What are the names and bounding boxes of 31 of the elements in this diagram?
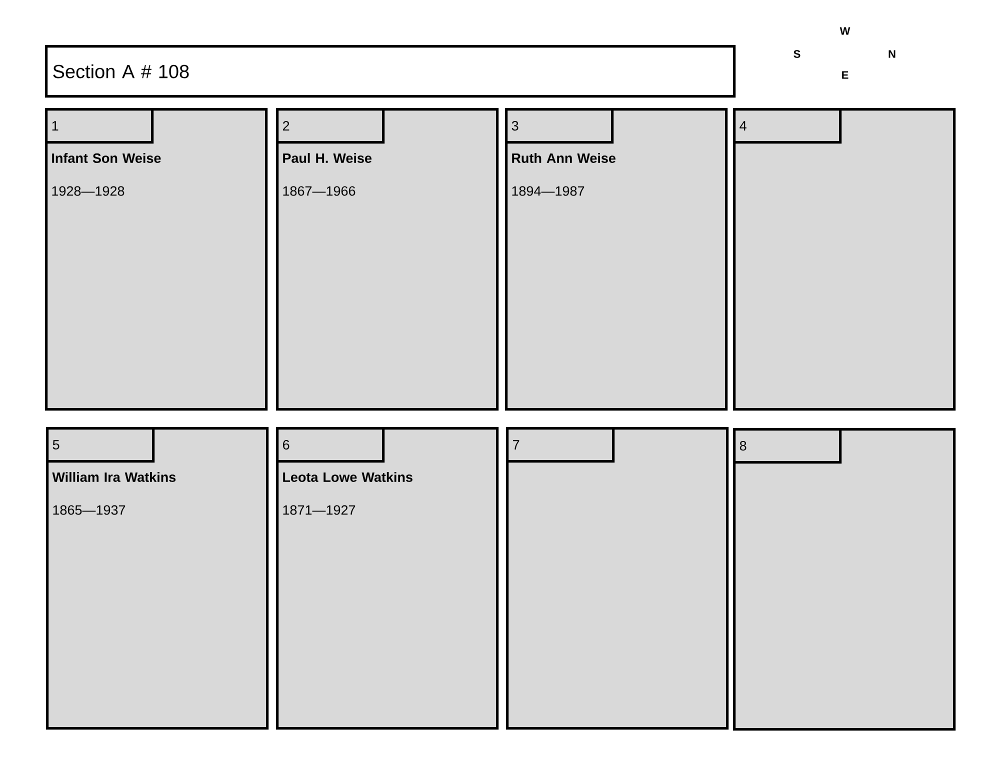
plot-box: [506, 427, 729, 730]
compass-letter: N: [888, 50, 896, 58]
plot-box: [733, 428, 956, 731]
grave-name: Paul H. Weise: [283, 153, 372, 163]
plot-box: [276, 108, 499, 411]
number-tab: 2: [276, 108, 385, 144]
number-tab: 5: [46, 427, 155, 463]
compass-letter: S: [794, 50, 800, 58]
plot-box: [45, 108, 268, 411]
plot-box: [276, 427, 499, 730]
life-dates: 1867—1966: [283, 186, 356, 196]
life-dates: 1871—1927: [283, 505, 356, 515]
grave-name: William Ira Watkins: [52, 472, 176, 482]
life-dates: 1928—1928: [52, 186, 124, 196]
compass-letter: W: [840, 27, 850, 35]
life-dates: 1894—1987: [512, 186, 584, 196]
number-tab: 7: [506, 427, 615, 463]
number-tab: 4: [733, 108, 842, 144]
life-dates: 1865—1937: [53, 505, 126, 515]
compass-letter: E: [842, 71, 848, 79]
number-tab: 3: [505, 108, 614, 144]
grave-name: Leota Lowe Watkins: [283, 472, 412, 482]
number-tab: 1: [45, 108, 154, 144]
plot-box: [46, 427, 269, 730]
number-tab: 6: [276, 427, 385, 463]
plot-box: [505, 108, 728, 411]
grave-name: Infant Son Weise: [52, 153, 161, 163]
grave-name: Ruth Ann Weise: [512, 153, 616, 163]
number-tab: 8: [733, 428, 842, 464]
plot-box: [733, 108, 956, 411]
title-box: Section A # 108: [45, 45, 736, 98]
